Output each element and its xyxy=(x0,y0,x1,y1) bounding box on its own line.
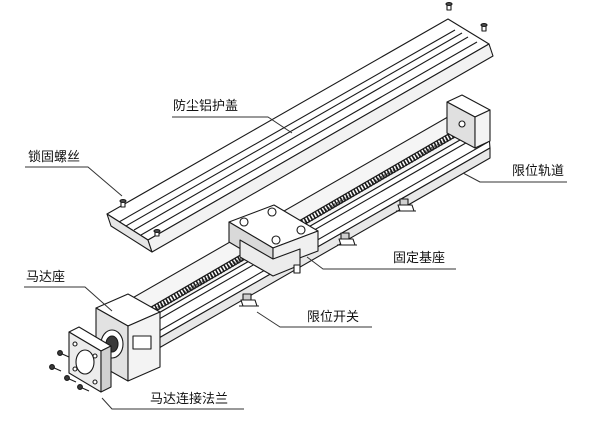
leader-fixed-base xyxy=(306,256,456,270)
screw-cover xyxy=(153,229,161,237)
screw-left xyxy=(119,199,127,208)
limit-switches xyxy=(239,198,416,307)
label-dust-cover: 防尘铝护盖 xyxy=(173,99,239,114)
dust-cover-part xyxy=(106,18,494,253)
leader-motor-seat xyxy=(24,286,113,312)
leader-lock-screw xyxy=(25,166,123,197)
label-motor-flange: 马达连接法兰 xyxy=(150,392,229,407)
right-end-block xyxy=(446,94,491,149)
leader-lines xyxy=(24,116,567,410)
leader-motor-flange xyxy=(101,397,244,410)
screw-right xyxy=(480,23,488,32)
lock-screws xyxy=(119,2,488,237)
motor-seat-part xyxy=(95,293,161,382)
leader-limit-switch xyxy=(256,311,372,328)
limit-switch-mid xyxy=(337,232,357,246)
leader-dust-cover xyxy=(172,116,293,134)
limit-switch-left xyxy=(239,293,259,307)
label-fixed-base: 固定基座 xyxy=(393,251,446,266)
limit-switch-right xyxy=(396,198,416,212)
label-limit-rail: 限位轨道 xyxy=(512,164,565,179)
motor-flange-part xyxy=(68,326,112,393)
flange-screws xyxy=(49,350,90,392)
leader-limit-rail xyxy=(462,172,567,183)
ball-screw xyxy=(148,122,470,315)
label-lock-screw: 锁固螺丝 xyxy=(28,150,81,165)
carriage-block xyxy=(228,204,319,277)
screw-top xyxy=(445,2,453,11)
label-limit-switch: 限位开关 xyxy=(307,310,360,325)
label-motor-seat: 马达座 xyxy=(26,270,66,285)
